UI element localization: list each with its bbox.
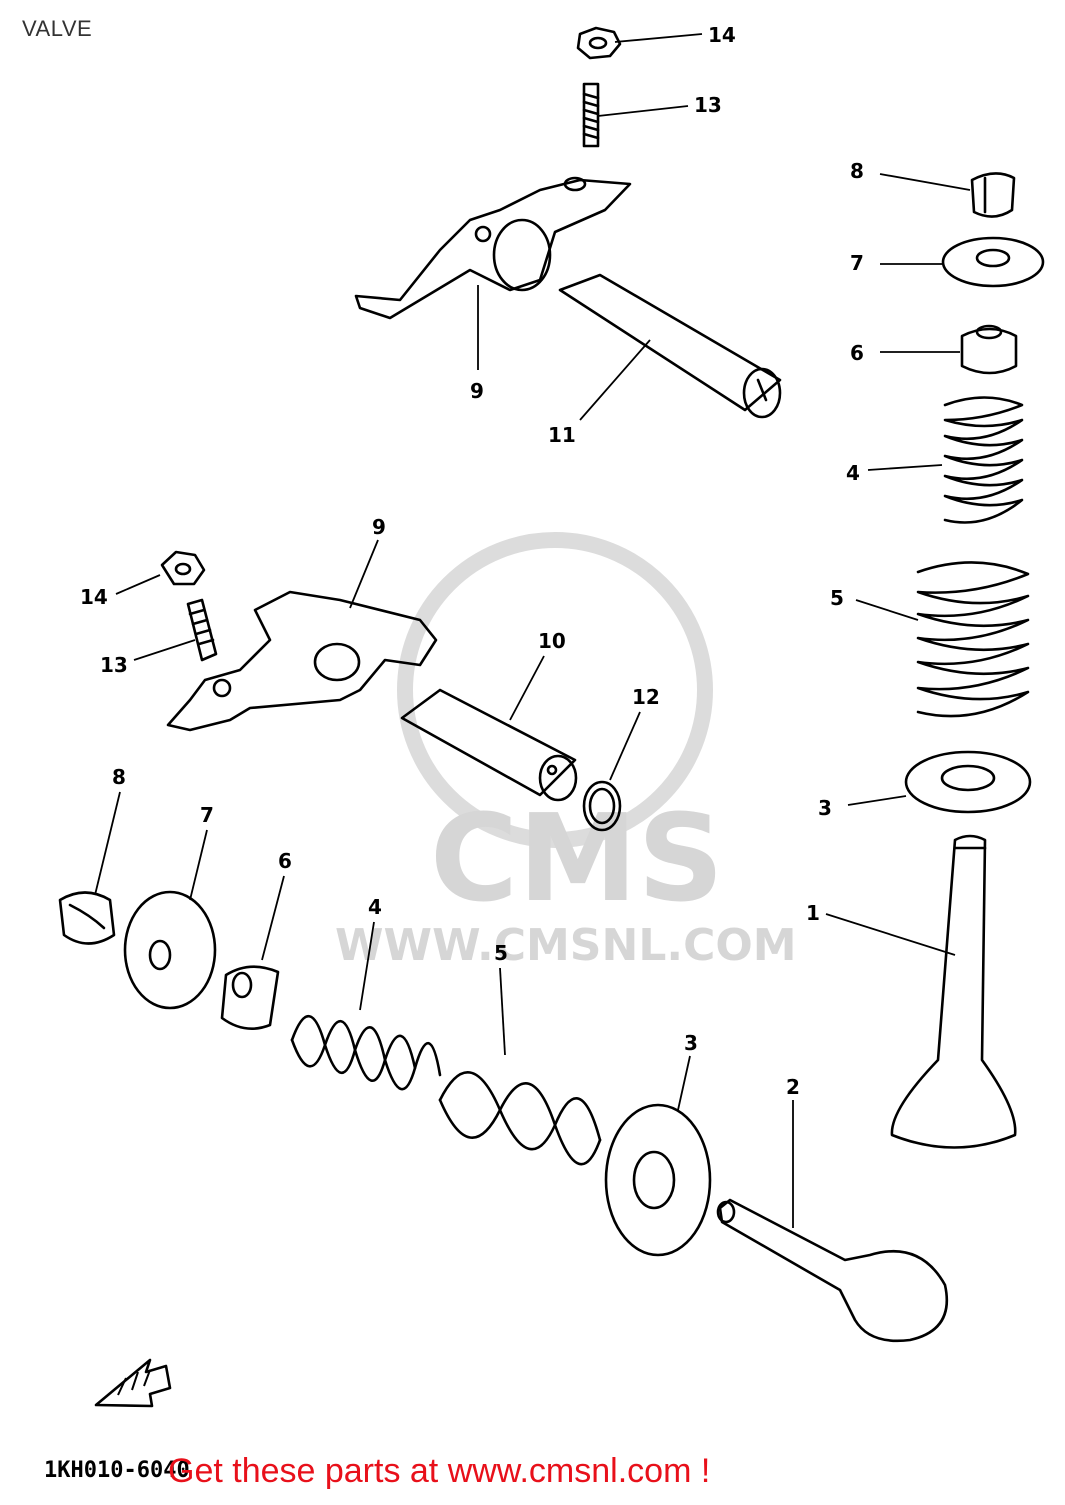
callout-11: 11 (548, 423, 576, 447)
right-outer-spring (916, 561, 1030, 718)
callout-3-right: 3 (818, 796, 832, 820)
bottom-valve-seal (220, 965, 280, 1031)
callout-7-right: 7 (850, 251, 864, 275)
bottom-inner-spring (290, 1014, 442, 1091)
callout-6-left: 6 (278, 849, 292, 873)
callout-5-left: 5 (494, 941, 508, 965)
callout-labels: 14 13 9 11 8 7 6 4 5 3 1 9 14 13 10 12 8… (80, 23, 864, 1099)
right-spring-retainer (941, 236, 1045, 288)
bottom-cotter (58, 891, 116, 945)
callout-14-top: 14 (708, 23, 736, 47)
right-cotter (970, 172, 1016, 218)
callout-1: 1 (806, 901, 820, 925)
bottom-spring-retainer (123, 890, 217, 1010)
svg-text:WWW.CMSNL.COM: WWW.CMSNL.COM (335, 920, 797, 971)
upper-rocker-shaft (558, 273, 782, 419)
left-o-ring (582, 780, 622, 832)
callout-4-right: 4 (846, 461, 860, 485)
left-locknut (160, 550, 206, 586)
callout-5-right: 5 (830, 586, 844, 610)
left-rocker-arm (166, 590, 438, 732)
upper-locknut (576, 26, 622, 60)
callout-4-left: 4 (368, 895, 382, 919)
callout-10: 10 (538, 629, 566, 653)
callout-12: 12 (632, 685, 660, 709)
promo-link[interactable]: Get these parts at www.cmsnl.com ! (168, 1452, 711, 1490)
callout-14-left: 14 (80, 585, 108, 609)
callout-8-left: 8 (112, 765, 126, 789)
callout-6-right: 6 (850, 341, 864, 365)
callout-9-mid: 9 (372, 515, 386, 539)
bottom-valve (716, 1198, 949, 1343)
cms-watermark: CMS WWW.CMSNL.COM (335, 532, 797, 971)
fwd-arrow-icon (94, 1358, 172, 1408)
left-adjusting-screw (186, 598, 218, 662)
page-title: VALVE (22, 16, 93, 41)
svg-text:CMS: CMS (430, 790, 724, 929)
left-rocker-shaft (400, 688, 578, 802)
right-inner-spring (943, 396, 1024, 524)
diagram-code: 1KH010-6040 (44, 1458, 190, 1483)
callout-9-top: 9 (470, 379, 484, 403)
leader-lines (94, 33, 971, 1228)
upper-rocker-arm (354, 176, 632, 320)
callout-8-right: 8 (850, 159, 864, 183)
callout-2: 2 (786, 1075, 800, 1099)
callout-3-left: 3 (684, 1031, 698, 1055)
callout-7-left: 7 (200, 803, 214, 827)
callout-13-left: 13 (100, 653, 128, 677)
bottom-spring-seat (604, 1103, 712, 1257)
right-spring-seat (904, 750, 1032, 814)
upper-adjusting-screw (582, 82, 600, 148)
right-valve (890, 834, 1017, 1149)
callout-13-top: 13 (694, 93, 722, 117)
bottom-outer-spring (438, 1071, 602, 1166)
right-valve-seal (960, 324, 1018, 375)
